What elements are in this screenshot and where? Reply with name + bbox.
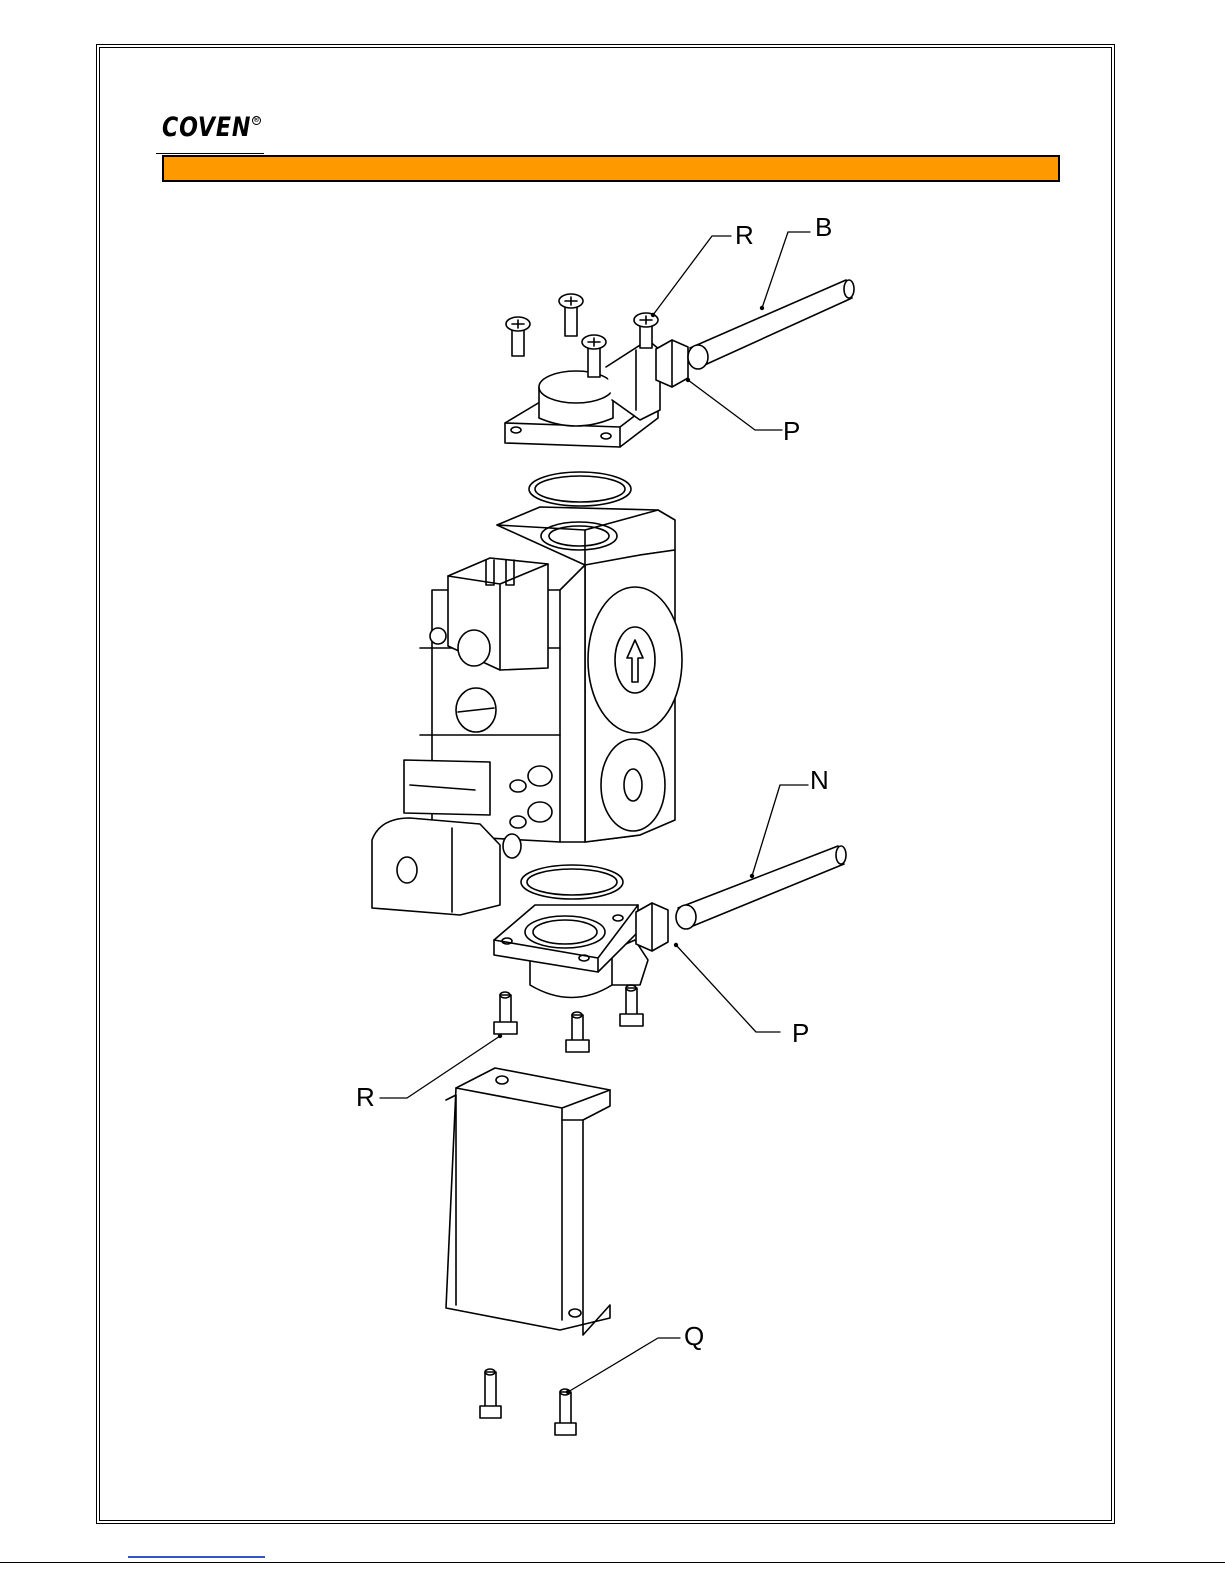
screw-bottom-2 [566,1012,589,1052]
top-o-ring [529,472,631,506]
callout-p-bottom: P [792,1018,809,1048]
footer-link-underline[interactable] [128,1556,265,1558]
screw-top-3 [582,335,606,377]
callout-q: Q [684,1321,704,1351]
mounting-bracket [446,1068,610,1335]
bottom-flange-assembly [494,846,846,998]
screw-top-1 [506,317,530,356]
callout-b: B [815,212,832,242]
top-flange-assembly [505,280,854,447]
screw-bottom-3 [620,985,643,1026]
screw-top-4 [634,313,658,348]
screw-q-2 [555,1389,576,1435]
bracket-screws [480,1369,576,1435]
callout-n: N [810,765,829,795]
callout-r-top: R [735,220,754,250]
footer-rule [0,1562,1225,1563]
bottom-o-ring [521,865,623,899]
callout-r-bottom: R [356,1082,375,1112]
screw-top-2 [559,294,583,336]
screw-bottom-1 [494,992,517,1034]
valve-body [372,507,682,915]
screw-q-1 [480,1369,501,1418]
callout-p-top: P [783,416,800,446]
